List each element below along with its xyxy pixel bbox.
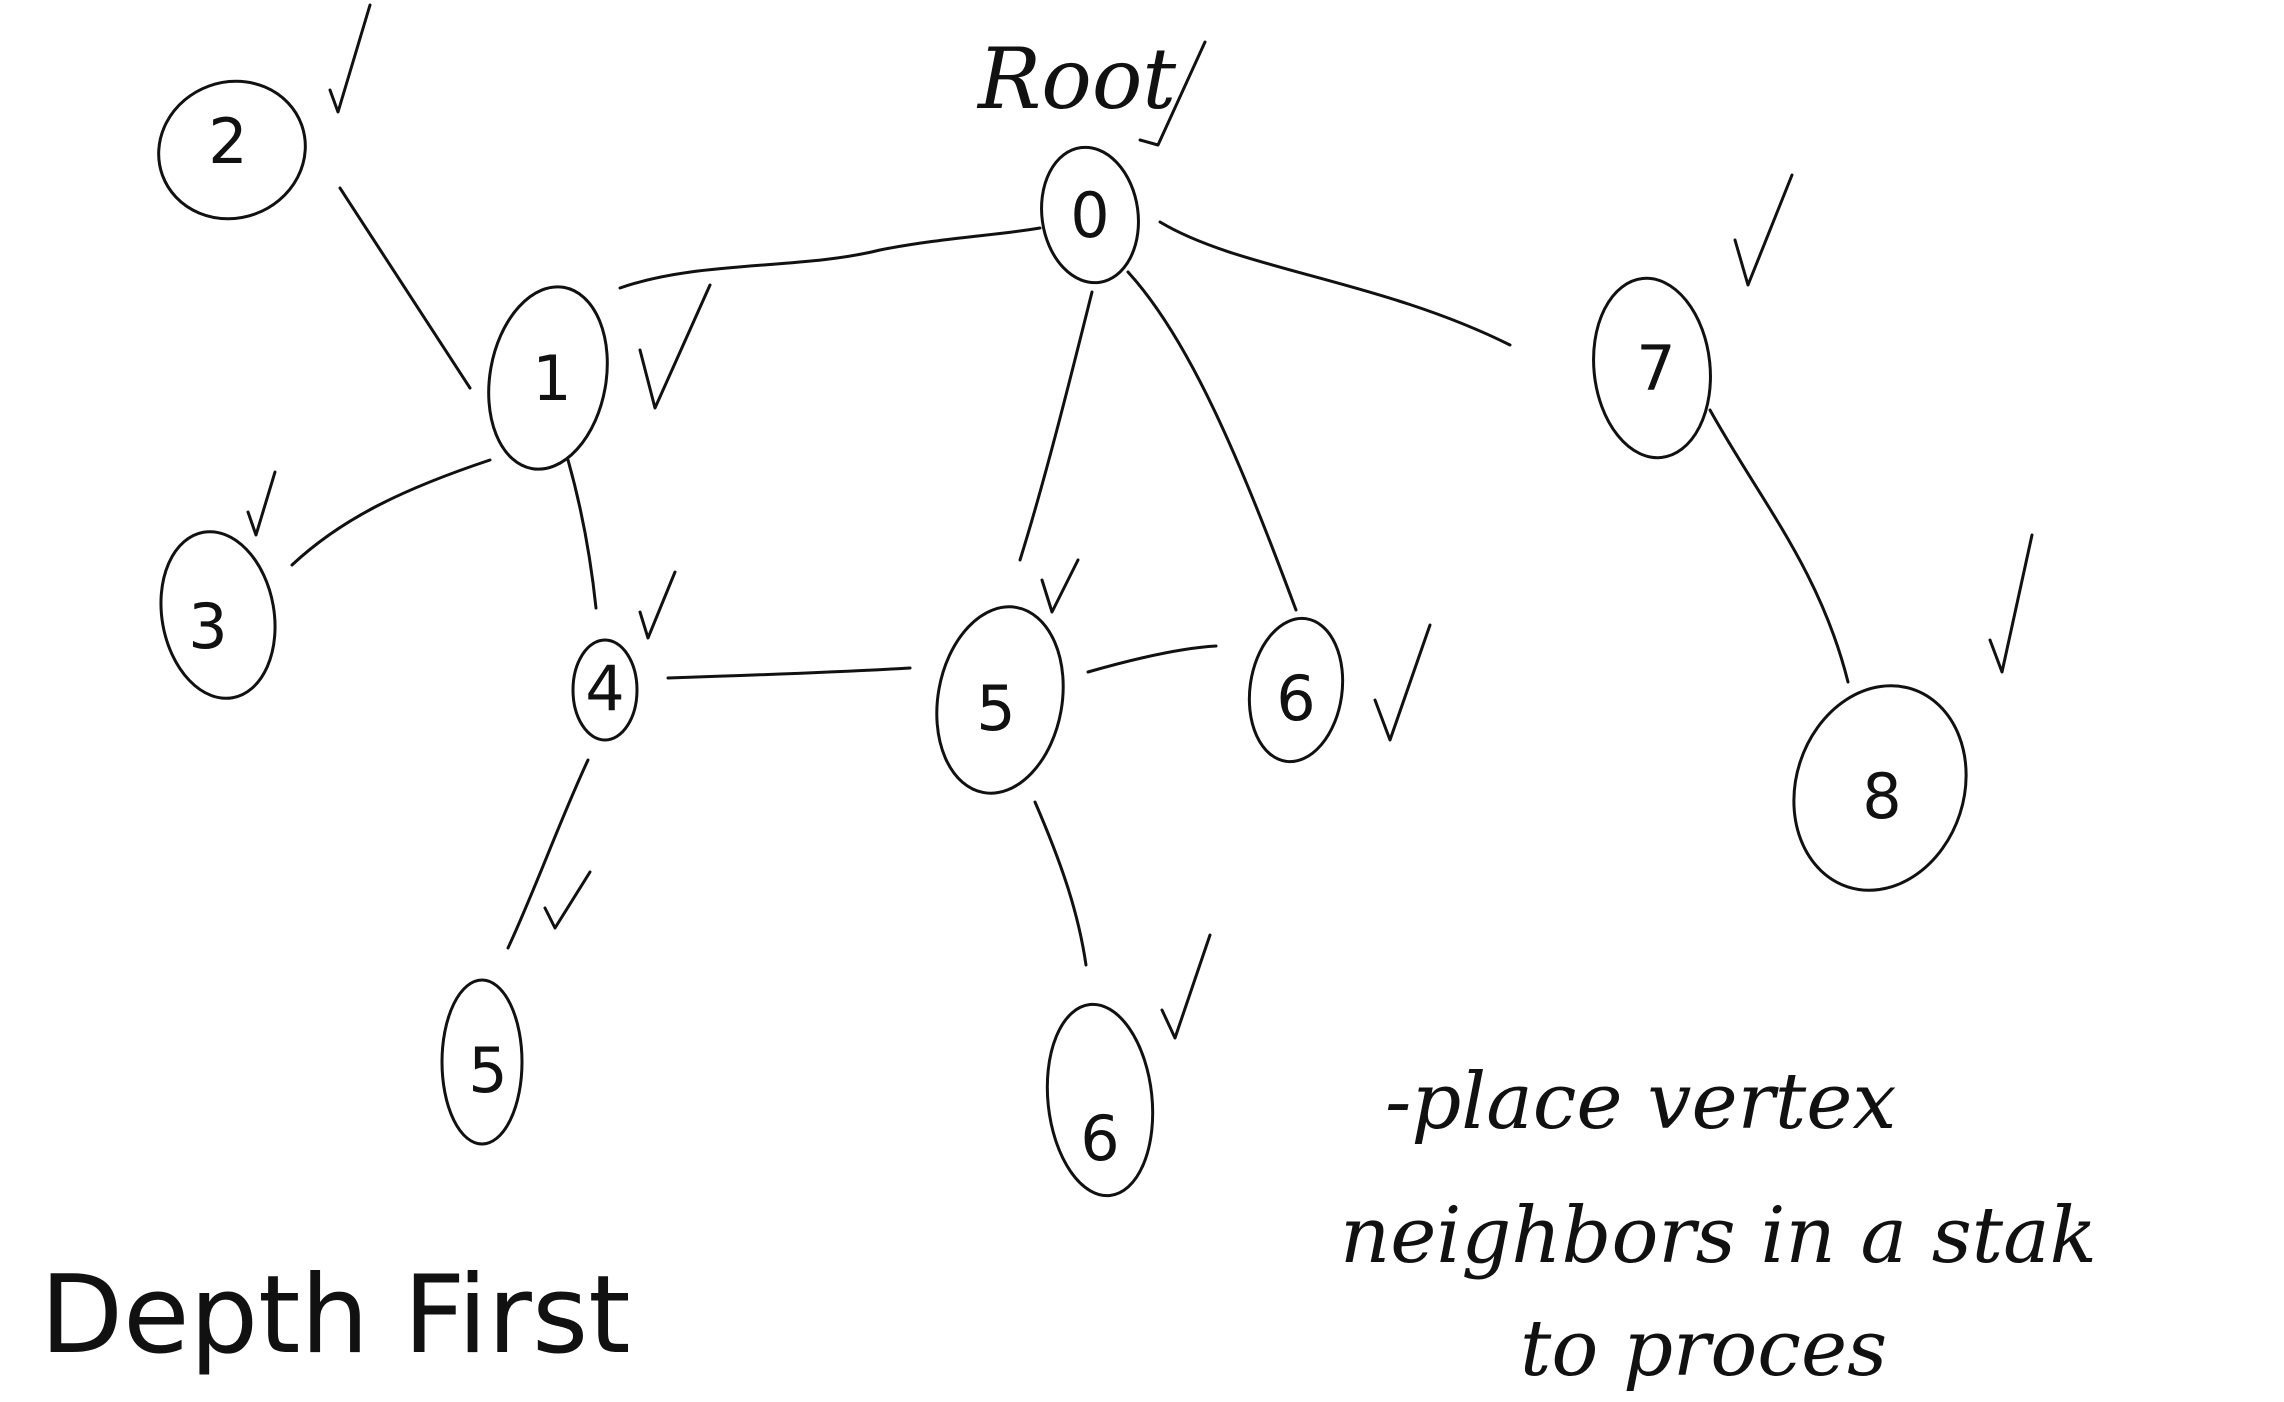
- node-6-label: 6: [1276, 662, 1315, 735]
- edge-0-5: [1018, 290, 1094, 562]
- check-node-8: [1988, 533, 2034, 674]
- check-marks: [246, 3, 2034, 1040]
- node-5b: 5: [440, 978, 524, 1146]
- nodes: 0 1 2 3 4 5 6 7: [157, 79, 1968, 1198]
- note-line-3: to proces: [1520, 1304, 1887, 1394]
- check-node-1: [638, 283, 712, 410]
- check-node-5b: [543, 870, 592, 930]
- node-8: 8: [1792, 684, 1968, 892]
- edge-0-7: [1158, 220, 1512, 347]
- edge-1-4: [566, 458, 598, 610]
- edge-1-3: [290, 458, 492, 567]
- check-node-4: [638, 570, 677, 640]
- node-2: 2: [157, 79, 307, 221]
- edge-4-5: [666, 666, 912, 680]
- node-5-label: 5: [976, 672, 1015, 745]
- check-node-2: [328, 3, 372, 114]
- node-0: 0: [1040, 145, 1140, 285]
- edge-5-6b: [1033, 800, 1088, 967]
- node-5: 5: [935, 605, 1065, 795]
- edge-4-5b: [506, 758, 590, 950]
- check-node-6: [1373, 623, 1432, 742]
- edge-5-6: [1086, 644, 1218, 674]
- check-node-7: [1733, 173, 1794, 287]
- node-2-label: 2: [208, 105, 247, 178]
- node-0-label: 0: [1070, 179, 1109, 252]
- check-node-6b: [1160, 933, 1212, 1040]
- note-line-1: -place vertex: [1385, 1057, 1896, 1147]
- edge-0-1: [618, 226, 1042, 290]
- node-6b: 6: [1045, 1002, 1155, 1198]
- root-label: Root: [976, 30, 1176, 128]
- edge-0-6: [1126, 270, 1298, 612]
- node-8-label: 8: [1862, 760, 1901, 833]
- check-node-5: [1040, 558, 1080, 614]
- node-5b-label: 5: [468, 1034, 507, 1107]
- node-1: 1: [487, 285, 609, 471]
- node-6: 6: [1247, 616, 1345, 764]
- node-1-label: 1: [532, 342, 571, 415]
- check-node-0: [1138, 40, 1207, 147]
- edges: [290, 186, 1850, 967]
- node-6b-label: 6: [1080, 1102, 1119, 1175]
- node-3: 3: [159, 530, 277, 700]
- node-4: 4: [571, 638, 639, 742]
- edge-7-8: [1708, 408, 1850, 684]
- edge-1-2: [338, 186, 472, 390]
- node-3-label: 3: [188, 590, 227, 663]
- diagram-title: Depth First: [40, 1253, 631, 1378]
- check-node-3: [246, 470, 277, 537]
- node-7-label: 7: [1636, 332, 1675, 405]
- note-line-2: neighbors in a stak: [1340, 1191, 2097, 1281]
- node-7: 7: [1592, 276, 1712, 460]
- node-4-label: 4: [585, 652, 624, 725]
